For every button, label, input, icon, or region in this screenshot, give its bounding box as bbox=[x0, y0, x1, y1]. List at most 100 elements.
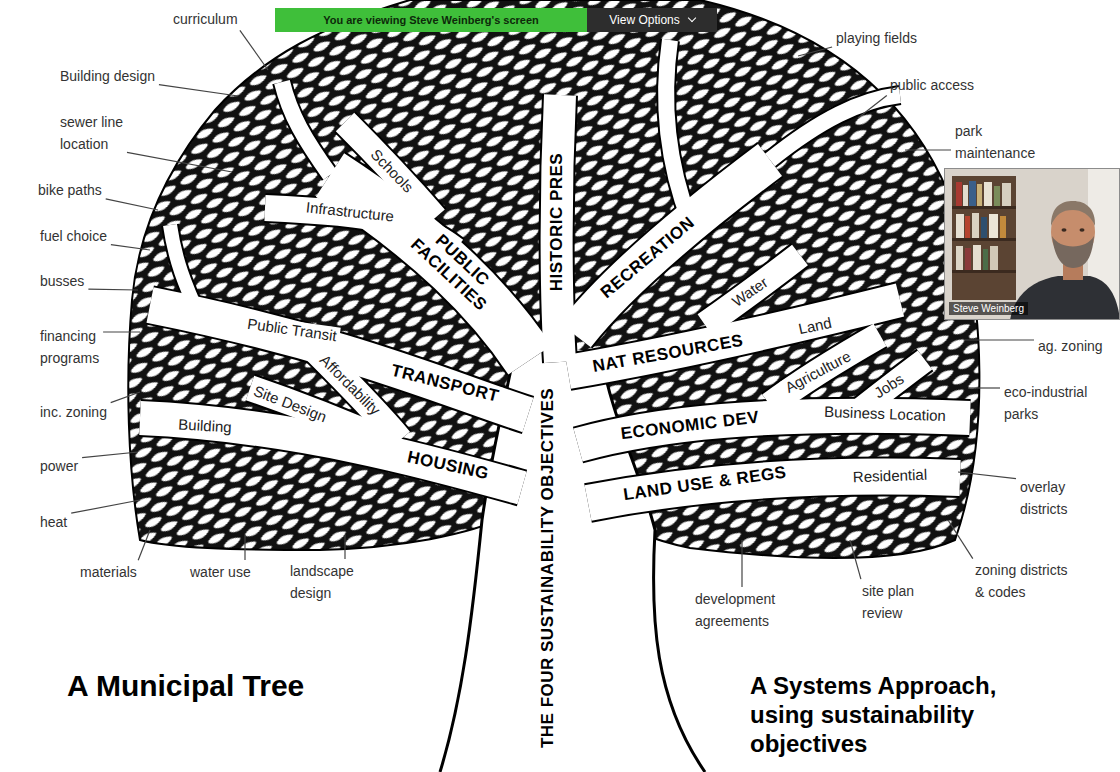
callout-label: public access bbox=[890, 75, 974, 97]
label-text: Building design bbox=[60, 68, 155, 84]
callout-label: eco-industrial parks bbox=[1004, 382, 1104, 425]
branch-label: Residential bbox=[850, 466, 931, 487]
label-text: ECONOMIC DEV bbox=[617, 407, 763, 444]
branch-fills bbox=[140, 40, 970, 503]
leader-lines bbox=[71, 30, 1034, 587]
callout-label: sewer line location bbox=[60, 112, 145, 155]
label-text: fuel choice bbox=[40, 228, 107, 244]
callout-label: landscape design bbox=[290, 561, 380, 604]
label-text: Land bbox=[794, 313, 836, 338]
label-text: materials bbox=[80, 564, 137, 580]
diagram-caption: A Systems Approach, using sustainability… bbox=[750, 672, 1040, 758]
leader-line bbox=[159, 85, 238, 96]
leader-line bbox=[106, 199, 158, 210]
view-options-button: View Options bbox=[587, 8, 717, 32]
label-text: playing fields bbox=[836, 30, 917, 46]
screen-share-banner: You are viewing Steve Weinberg's screen bbox=[275, 8, 587, 32]
callout-label: bike paths bbox=[38, 180, 102, 202]
branch-label: Business Location bbox=[821, 403, 949, 425]
branch-label: ECONOMIC DEV bbox=[617, 407, 764, 445]
node-text: Steve Weinberg bbox=[949, 302, 1028, 315]
leader-line bbox=[965, 339, 1034, 340]
leader-line bbox=[103, 331, 140, 332]
label-text: park maintenance bbox=[955, 123, 1035, 161]
label-text: Residential bbox=[850, 466, 931, 486]
callout-label: playing fields bbox=[836, 28, 917, 50]
label-text: site plan review bbox=[862, 583, 914, 621]
branch-label: Agriculture bbox=[779, 346, 856, 398]
branch-label: RECREATION bbox=[595, 211, 702, 305]
leader-line bbox=[798, 47, 832, 56]
leader-line bbox=[905, 149, 951, 150]
branch-label: Site Design bbox=[248, 381, 332, 427]
label-text: development agreements bbox=[695, 591, 775, 629]
label-text: HOUSING bbox=[403, 447, 494, 484]
label-text: Infrastructure bbox=[302, 198, 398, 225]
leader-line bbox=[111, 245, 150, 250]
label-text: PUBLIC FACILITIES bbox=[405, 228, 496, 316]
label-text: TRANSPORT bbox=[386, 360, 503, 407]
label-text: sewer line location bbox=[60, 114, 123, 152]
label-text: Jobs bbox=[868, 368, 909, 403]
webcam-photo bbox=[944, 168, 1120, 320]
branch-label: Schools bbox=[365, 143, 419, 198]
label-text: Affordability bbox=[315, 349, 386, 420]
node-text: View Options bbox=[609, 13, 679, 27]
label-text: inc. zoning bbox=[40, 404, 107, 420]
label-text: landscape design bbox=[290, 563, 354, 601]
label-text: overlay districts bbox=[1020, 479, 1067, 517]
video-tile: Steve Weinberg bbox=[944, 168, 1120, 320]
branch-label: Affordability bbox=[314, 349, 386, 421]
branch-label: HOUSING bbox=[402, 447, 493, 485]
label-text: Public Transit bbox=[243, 314, 340, 344]
label-text: Business Location bbox=[821, 403, 949, 424]
label-text: THE FOUR SUSTAINABILITY OBJECTIVES bbox=[538, 385, 557, 751]
label-text: water use bbox=[190, 564, 251, 580]
branch-label: NAT RESOURCES bbox=[588, 330, 748, 378]
callout-label: curriculum bbox=[173, 9, 238, 31]
callout-label: site plan review bbox=[862, 581, 934, 624]
label-text: Schools bbox=[366, 143, 419, 198]
callout-label: Building design bbox=[60, 66, 155, 88]
leader-line bbox=[127, 152, 232, 172]
callout-label: financing programs bbox=[40, 326, 120, 369]
callout-label: overlay districts bbox=[1020, 477, 1090, 520]
branch-label: Land bbox=[794, 313, 836, 339]
label-text: bike paths bbox=[38, 182, 102, 198]
leader-line bbox=[138, 530, 150, 560]
leader-line bbox=[948, 520, 973, 559]
branch-label: PUBLIC FACILITIES bbox=[404, 218, 507, 318]
label-text: Water bbox=[726, 272, 773, 312]
branch-label: Public Transit bbox=[243, 314, 341, 345]
callout-label: power bbox=[40, 456, 78, 478]
diagram-title-text: A Municipal Tree bbox=[67, 669, 304, 702]
leader-line bbox=[71, 500, 140, 513]
label-text: Building bbox=[175, 415, 235, 435]
label-text: NAT RESOURCES bbox=[588, 330, 747, 376]
node-text: You are viewing Steve Weinberg's screen bbox=[323, 14, 539, 26]
leader-line bbox=[111, 392, 140, 403]
callout-label: heat bbox=[40, 512, 67, 534]
label-text: Agriculture bbox=[779, 346, 856, 397]
leader-line bbox=[88, 289, 138, 291]
callout-label: water use bbox=[190, 562, 251, 584]
leader-line bbox=[858, 96, 887, 119]
label-text: power bbox=[40, 458, 78, 474]
label-text: eco-industrial parks bbox=[1004, 384, 1087, 422]
callout-label: park maintenance bbox=[955, 121, 1055, 164]
leader-line bbox=[240, 30, 268, 70]
leader-line bbox=[344, 535, 345, 559]
branch-label: HISTORIC PRES bbox=[547, 150, 567, 294]
callout-label: ag. zoning bbox=[1038, 336, 1103, 358]
leader-line bbox=[850, 540, 861, 579]
leader-line bbox=[958, 472, 1016, 479]
branch-outlines bbox=[140, 40, 970, 503]
label-text: busses bbox=[40, 273, 84, 289]
branch-label: TRANSPORT bbox=[386, 360, 504, 408]
leader-line bbox=[82, 452, 138, 458]
diagram-title: A Municipal Tree bbox=[67, 668, 304, 704]
callout-label: busses bbox=[40, 271, 84, 293]
branch-label: LAND USE & REGS bbox=[619, 462, 790, 506]
